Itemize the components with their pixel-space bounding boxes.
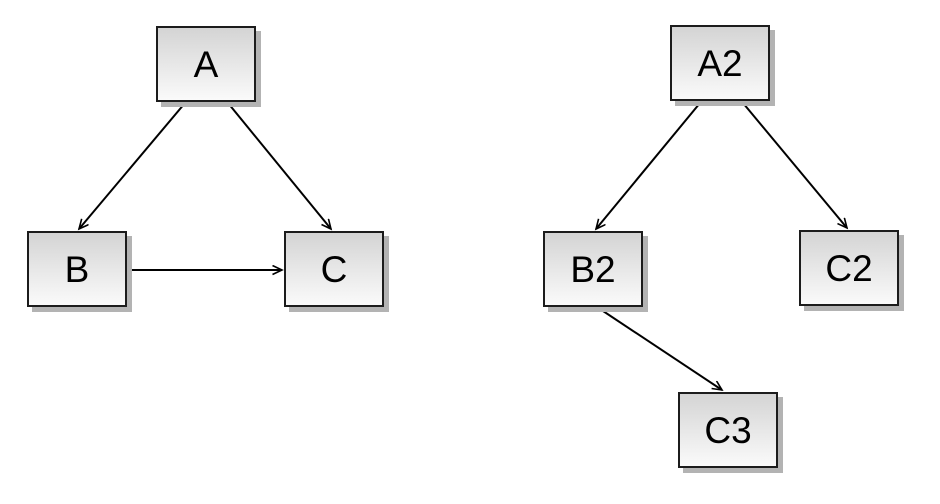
node-b2: B2 [543,231,643,307]
edge-a2-to-b2 [596,102,701,229]
node-c3-label: C3 [704,409,752,451]
node-b: B [27,231,127,307]
node-b2-label: B2 [570,248,616,290]
edge-a-to-b [79,102,186,229]
node-c-label: C [320,248,348,290]
node-c2: C2 [799,230,899,306]
edge-b2-to-c3 [596,306,722,390]
node-a: A [156,26,256,102]
node-c2-label: C2 [825,247,873,289]
edge-a2-to-c2 [742,102,847,228]
node-a2-label: A2 [697,42,743,84]
node-a2: A2 [670,25,770,101]
edge-a-to-c [227,102,331,229]
node-c: C [284,231,384,307]
node-c3: C3 [678,392,778,468]
node-a-label: A [193,43,219,85]
node-b-label: B [64,248,90,290]
